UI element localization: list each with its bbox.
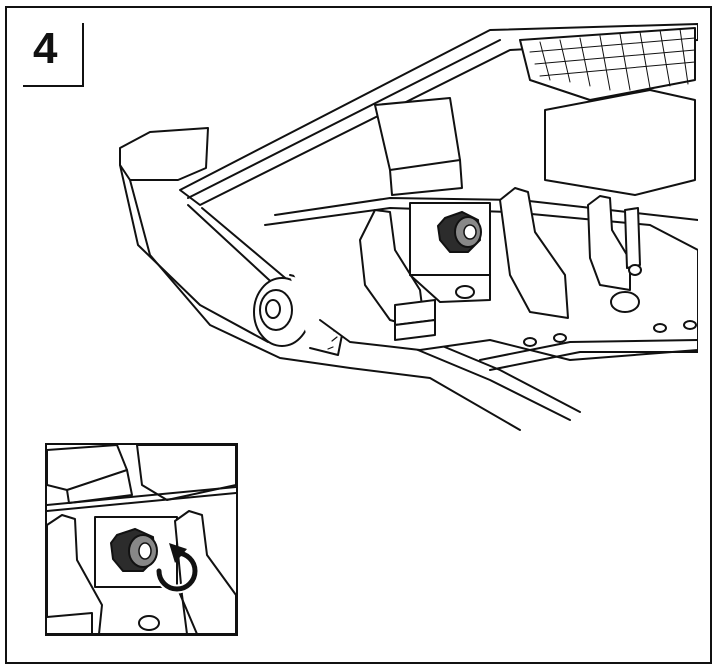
pcb-edge-2 [489, 351, 698, 371]
detail-lid-edge [47, 486, 236, 506]
housing-left-wall [129, 179, 521, 431]
pcb-screw-2 [553, 333, 567, 343]
detail-module [136, 445, 236, 501]
step-number-box: 4 [23, 23, 84, 87]
detail-gland-hole [138, 542, 152, 560]
detail-floor-hole [138, 615, 160, 631]
gland-base [409, 274, 491, 303]
lid-bracket [374, 97, 461, 171]
divider-left [359, 209, 426, 331]
hinge-knob-center [265, 299, 281, 319]
detail-terminal [47, 612, 93, 634]
pcb-edge [479, 339, 698, 361]
detail-inset [45, 443, 238, 636]
main-illustration [119, 23, 698, 431]
lid-inner-edge [187, 39, 501, 199]
small-screw [628, 264, 642, 276]
fan-vent [610, 291, 640, 313]
lid-grid-area [519, 27, 696, 101]
pcb-screw-1 [523, 337, 537, 347]
detail-divider-left [47, 514, 103, 634]
detail-bracket [47, 445, 128, 491]
detail-illustration [47, 445, 236, 634]
detail-cable-gland [109, 527, 158, 572]
housing-left-edge [119, 164, 269, 343]
lid-bracket-front [389, 159, 463, 196]
step-number: 4 [33, 24, 58, 73]
housing-outer-shell [119, 127, 209, 181]
connector-post [624, 207, 641, 269]
detail-lid-edge-2 [47, 492, 236, 512]
rotation-arrow-icon [154, 543, 200, 594]
pcb-screw-4 [683, 320, 697, 330]
divider-center [499, 187, 569, 319]
lid-module [544, 89, 696, 196]
lid-grid-lines [529, 28, 696, 91]
terminal-block-2 [394, 319, 436, 341]
cable-gland [436, 210, 482, 253]
detail-floor [98, 586, 198, 634]
detail-divider-right [174, 510, 236, 634]
gland-hole [463, 224, 477, 240]
floor-hole [455, 285, 475, 299]
pcb-screw-3 [653, 323, 667, 333]
